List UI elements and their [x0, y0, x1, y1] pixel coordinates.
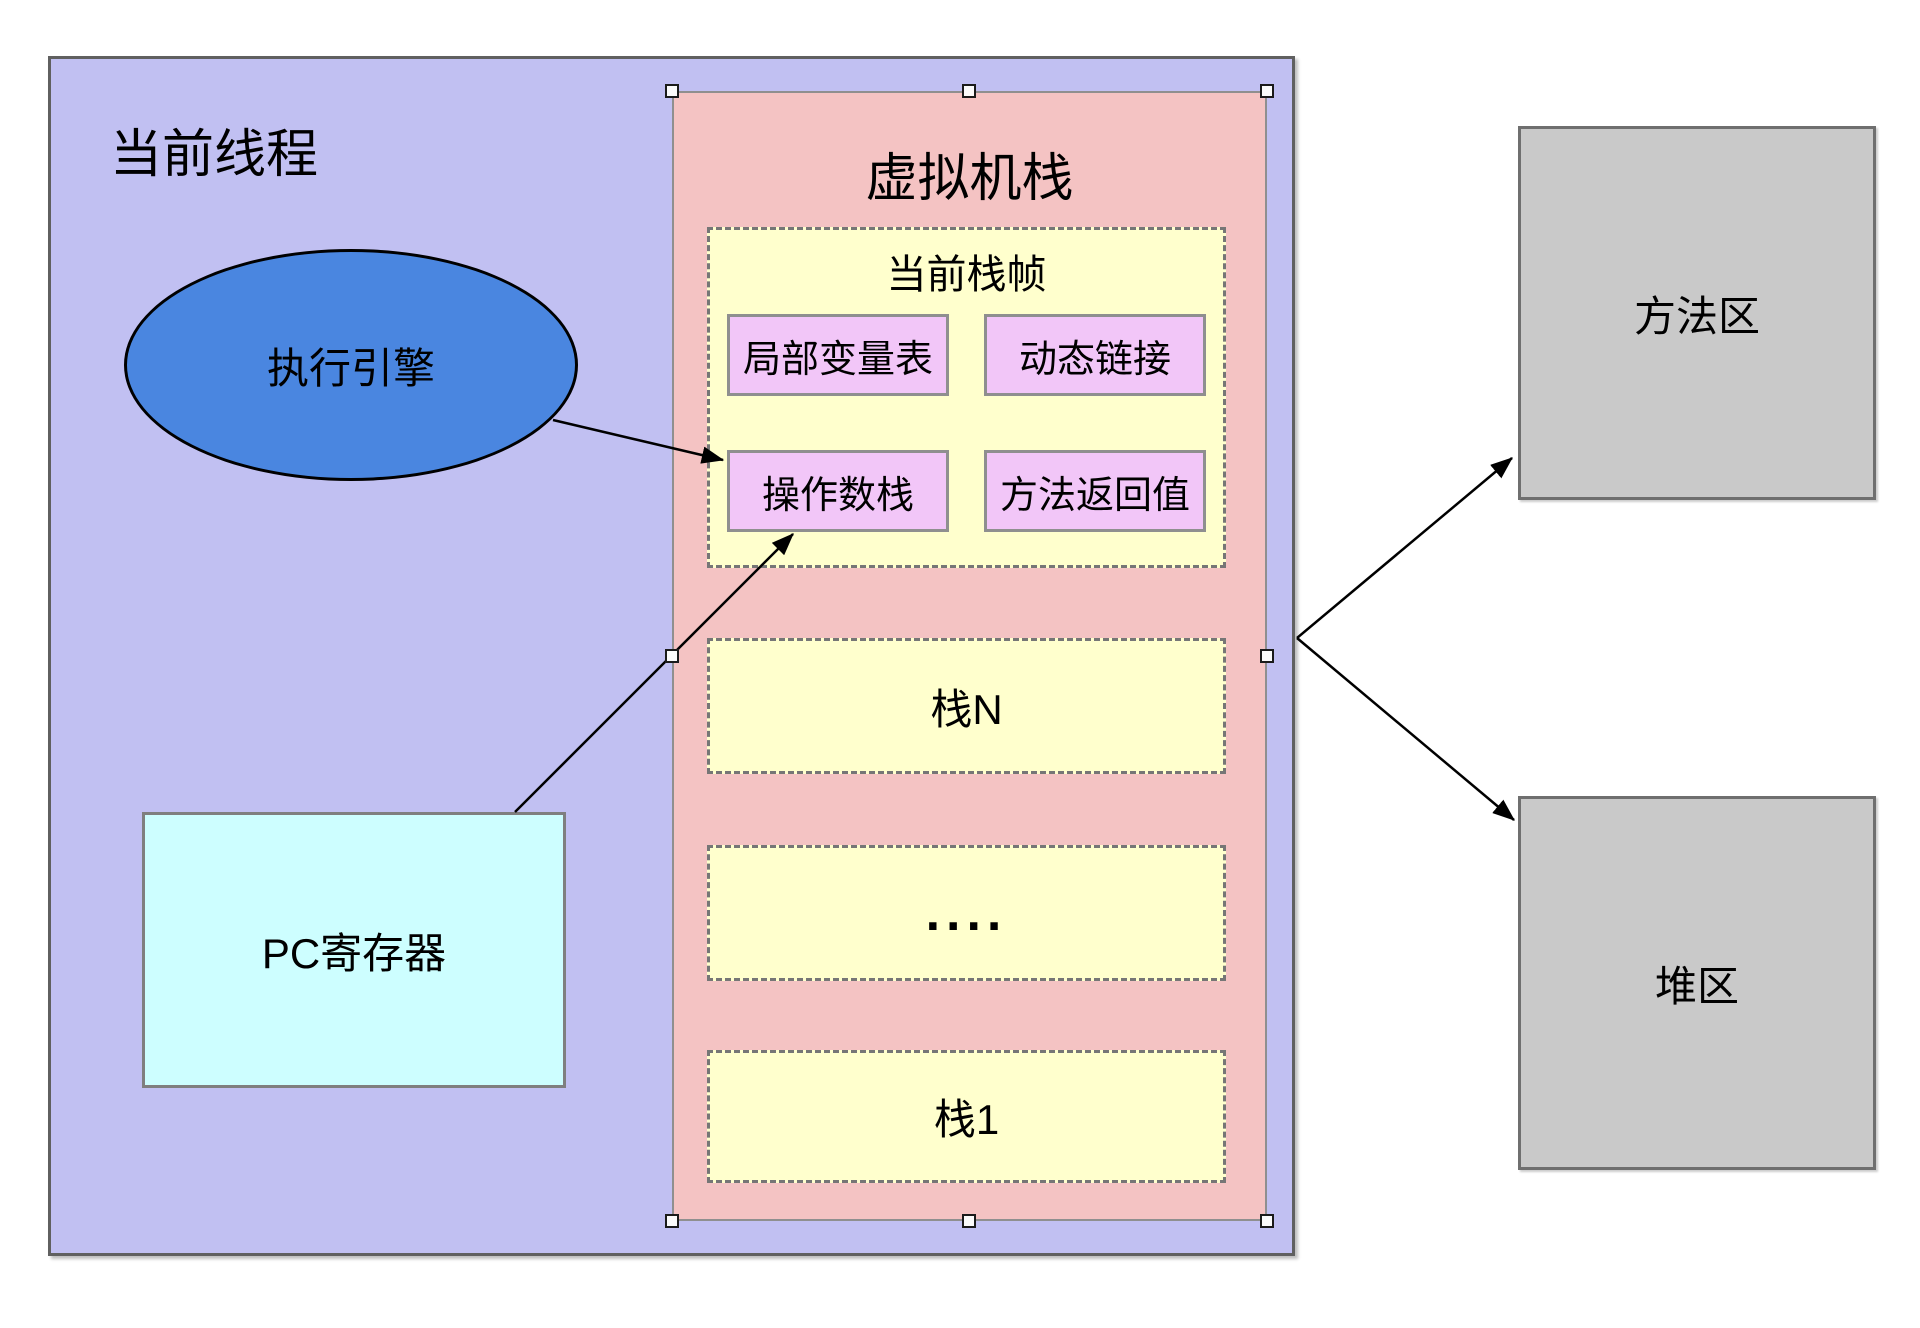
selection-handle-top-left[interactable]: [665, 84, 679, 98]
local-variable-table-box[interactable]: 局部变量表: [727, 314, 949, 396]
arrow-thread-to-heap-area[interactable]: [1296, 637, 1515, 821]
selection-handle-top-center[interactable]: [962, 84, 976, 98]
selection-handle-top-right[interactable]: [1260, 84, 1274, 98]
current-frame-title: 当前栈帧: [886, 253, 1047, 297]
pc-register-label: PC寄存器: [261, 929, 447, 977]
operand-stack-label: 操作数栈: [761, 474, 914, 517]
dynamic-linking-box[interactable]: 动态链接: [984, 314, 1206, 396]
method-return-value-box[interactable]: 方法返回值: [984, 450, 1206, 532]
stack-ellipsis-box[interactable]: ....: [707, 845, 1226, 981]
stack-ellipsis-label: ....: [925, 884, 1008, 942]
local-variable-table-label: 局部变量表: [742, 338, 933, 381]
execution-engine-ellipse[interactable]: 执行引擎: [124, 249, 578, 481]
selection-handle-middle-right[interactable]: [1260, 649, 1274, 663]
method-return-value-label: 方法返回值: [999, 474, 1190, 517]
pc-register-box[interactable]: PC寄存器: [142, 812, 566, 1088]
stack-1-label: 栈1: [933, 1096, 1000, 1143]
stack-n-label: 栈N: [930, 685, 1003, 733]
method-area-label: 方法区: [1633, 292, 1760, 340]
dynamic-linking-label: 动态链接: [1018, 338, 1171, 381]
stack-n-box[interactable]: 栈N: [707, 638, 1226, 774]
stack-1-box[interactable]: 栈1: [707, 1050, 1226, 1183]
execution-engine-label: 执行引擎: [266, 344, 435, 392]
selection-handle-middle-left[interactable]: [665, 649, 679, 663]
arrow-thread-to-method-area[interactable]: [1296, 457, 1513, 639]
selection-handle-bottom-right[interactable]: [1260, 1214, 1274, 1228]
heap-area-label: 堆区: [1654, 962, 1739, 1010]
operand-stack-box[interactable]: 操作数栈: [727, 450, 949, 532]
method-area-box[interactable]: 方法区: [1518, 126, 1876, 500]
vm-stack-title: 虚拟机栈: [865, 150, 1074, 208]
heap-area-box[interactable]: 堆区: [1518, 796, 1876, 1170]
current-thread-label: 当前线程: [110, 126, 319, 184]
selection-handle-bottom-left[interactable]: [665, 1214, 679, 1228]
selection-handle-bottom-center[interactable]: [962, 1214, 976, 1228]
